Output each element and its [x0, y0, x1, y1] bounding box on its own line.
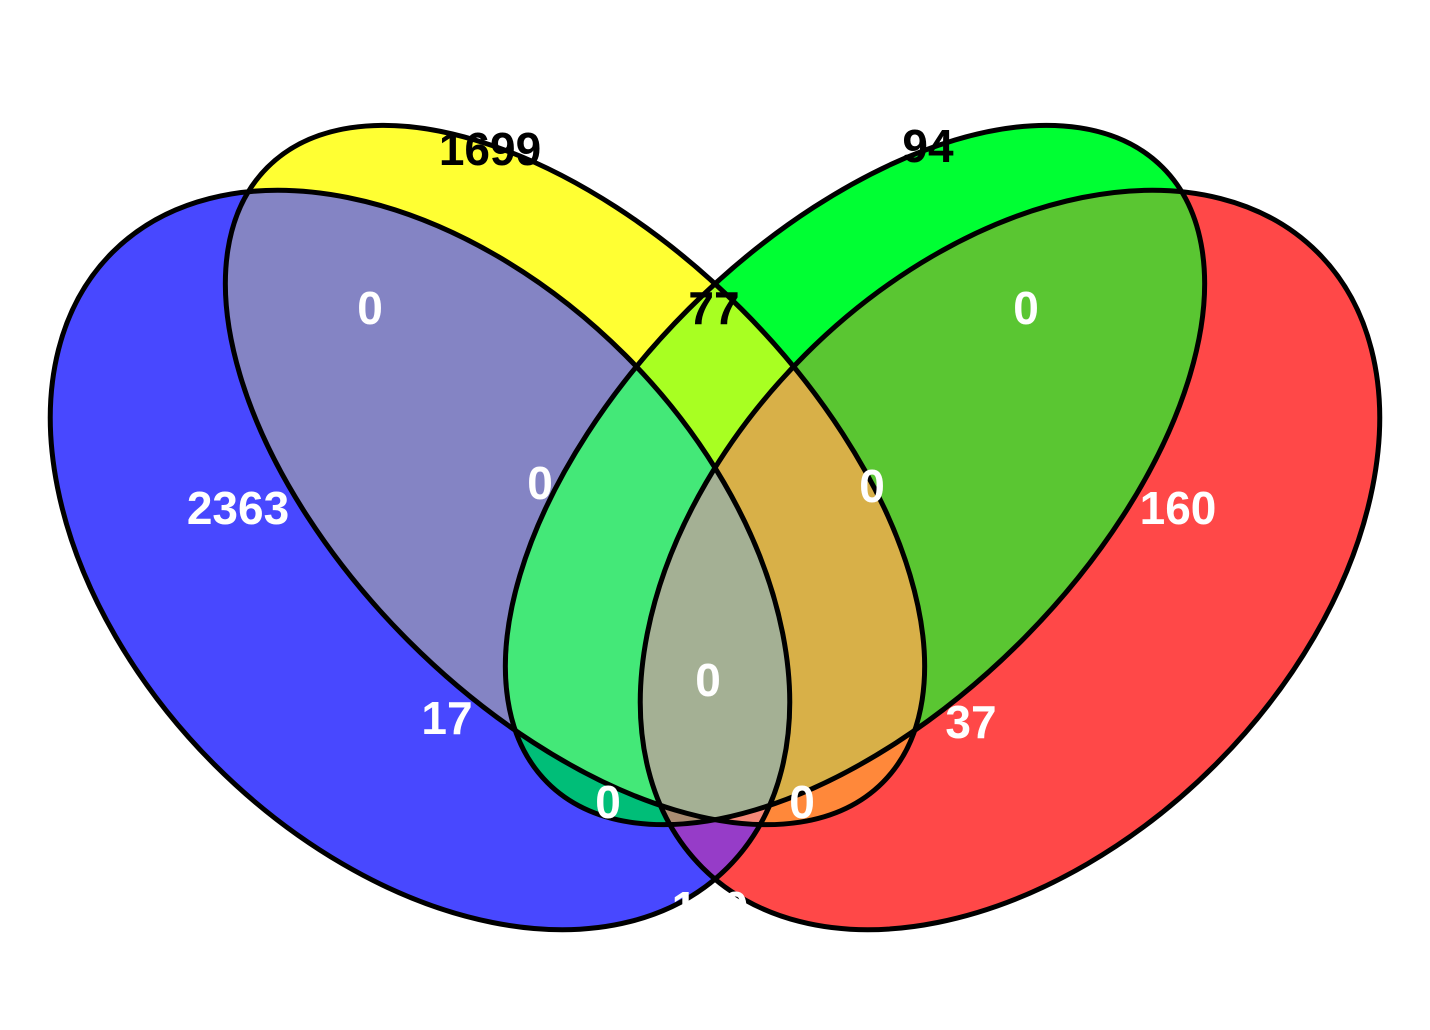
label-2-3-4: 0: [859, 460, 885, 512]
label-1-3-4: 0: [595, 776, 621, 828]
label-1-2-3-4: 0: [695, 654, 721, 706]
label-1-2: 0: [357, 282, 383, 334]
label-only-3: 94: [902, 120, 954, 172]
label-2-4: 37: [945, 696, 996, 748]
label-1-3: 17: [421, 692, 472, 744]
label-only-2: 1699: [439, 123, 541, 175]
region-labels: 2363 1699 94 160 0 77 0 0 0 17 0 37 0 0 …: [187, 120, 1217, 934]
label-2-3: 77: [688, 282, 739, 334]
label-3-4: 0: [1013, 282, 1039, 334]
label-only-4: 160: [1140, 482, 1217, 534]
set-yellow-outline: [222, 122, 928, 828]
label-1-2-4: 0: [789, 776, 815, 828]
label-1-4: 160: [672, 882, 749, 934]
label-only-1: 2363: [187, 482, 289, 534]
set-red-outline: [637, 187, 1383, 933]
label-1-2-3: 0: [527, 457, 553, 509]
set-green-outline: [502, 122, 1208, 828]
set-blue-outline: [47, 187, 793, 933]
